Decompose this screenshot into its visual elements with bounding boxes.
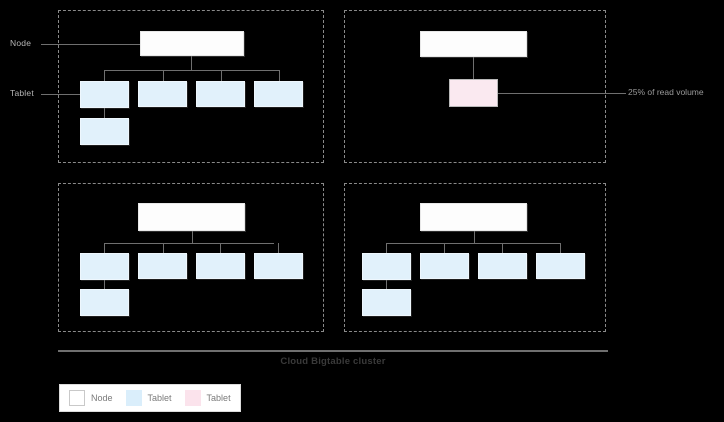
node-box-top-right[interactable] — [420, 31, 527, 57]
connector-drop-tl-2 — [163, 70, 164, 81]
side-label-node: Node — [10, 38, 32, 48]
legend-swatch-tablet-hot-icon — [184, 390, 201, 406]
tablet-box-tl-2[interactable] — [138, 81, 187, 107]
connector-drop-br-1 — [386, 243, 387, 253]
legend-label-node: Node — [91, 393, 113, 403]
connector-bus-tl — [104, 70, 279, 71]
connector-bus-bl — [104, 243, 274, 244]
node-panel-bottom-right — [344, 183, 606, 332]
connector-drop-tl-4 — [279, 70, 280, 81]
node-panel-bottom-left — [58, 183, 324, 332]
legend-item-node[interactable]: Node — [69, 390, 113, 406]
node-box-bottom-right[interactable] — [420, 203, 527, 231]
tablet-box-bl-4[interactable] — [254, 253, 303, 279]
tablet-box-bl-2[interactable] — [138, 253, 187, 279]
legend-swatch-tablet-icon — [125, 390, 142, 406]
annotation-leader-line — [498, 93, 626, 94]
node-panel-top-right — [344, 10, 606, 163]
tablet-box-bl-1[interactable] — [80, 253, 129, 280]
connector-drop-bl-4 — [278, 243, 279, 253]
tablet-box-tl-4[interactable] — [254, 81, 303, 107]
legend-label-tablet-hot: Tablet — [206, 393, 231, 403]
connector-drop-tl-1 — [104, 70, 105, 81]
tablet-box-br-1[interactable] — [362, 253, 411, 280]
legend: Node Tablet Tablet — [59, 384, 241, 412]
tablet-box-tl-1[interactable] — [80, 81, 129, 108]
leader-line-tablet — [41, 94, 80, 95]
tablet-box-br-2[interactable] — [420, 253, 469, 279]
cluster-caption: Cloud Bigtable cluster — [280, 356, 386, 367]
cluster-divider — [58, 350, 608, 352]
connector-drop-br-2 — [444, 243, 445, 253]
side-label-tablet: Tablet — [10, 88, 34, 98]
connector-node-drop-tl — [191, 56, 192, 70]
connector-node-drop-bl — [192, 231, 193, 243]
connector-drop-bl-1 — [104, 243, 105, 253]
node-panel-top-left — [58, 10, 324, 163]
legend-label-tablet: Tablet — [147, 393, 172, 403]
hot-tablet-box-tr[interactable] — [449, 79, 498, 107]
connector-node-drop-tr — [473, 57, 474, 79]
connector-drop-tl-3 — [221, 70, 222, 81]
read-volume-annotation: 25% of read volume — [628, 87, 704, 97]
legend-item-tablet-hot[interactable]: Tablet — [184, 390, 231, 406]
tablet-box-bl-3[interactable] — [196, 253, 245, 279]
tablet-box-tl-5[interactable] — [80, 118, 129, 145]
connector-drop-br-3 — [502, 243, 503, 253]
connector-node-drop-br — [474, 231, 475, 243]
connector-drop-bl-3 — [220, 243, 221, 253]
tablet-box-bl-5[interactable] — [80, 289, 129, 316]
connector-bus-br — [386, 243, 560, 244]
tablet-box-br-5[interactable] — [362, 289, 411, 316]
tablet-box-br-3[interactable] — [478, 253, 527, 279]
connector-drop-bl-2 — [163, 243, 164, 253]
connector-drop-br-5 — [386, 280, 387, 289]
legend-item-tablet[interactable]: Tablet — [125, 390, 172, 406]
tablet-box-tl-3[interactable] — [196, 81, 245, 107]
node-box-top-left[interactable] — [140, 31, 244, 56]
connector-drop-br-4 — [560, 243, 561, 253]
connector-drop-tl-5 — [104, 108, 105, 118]
tablet-box-br-4[interactable] — [536, 253, 585, 279]
connector-drop-bl-5 — [104, 280, 105, 289]
node-box-bottom-left[interactable] — [138, 203, 245, 231]
leader-line-node — [41, 44, 140, 45]
legend-swatch-node-icon — [69, 390, 85, 406]
